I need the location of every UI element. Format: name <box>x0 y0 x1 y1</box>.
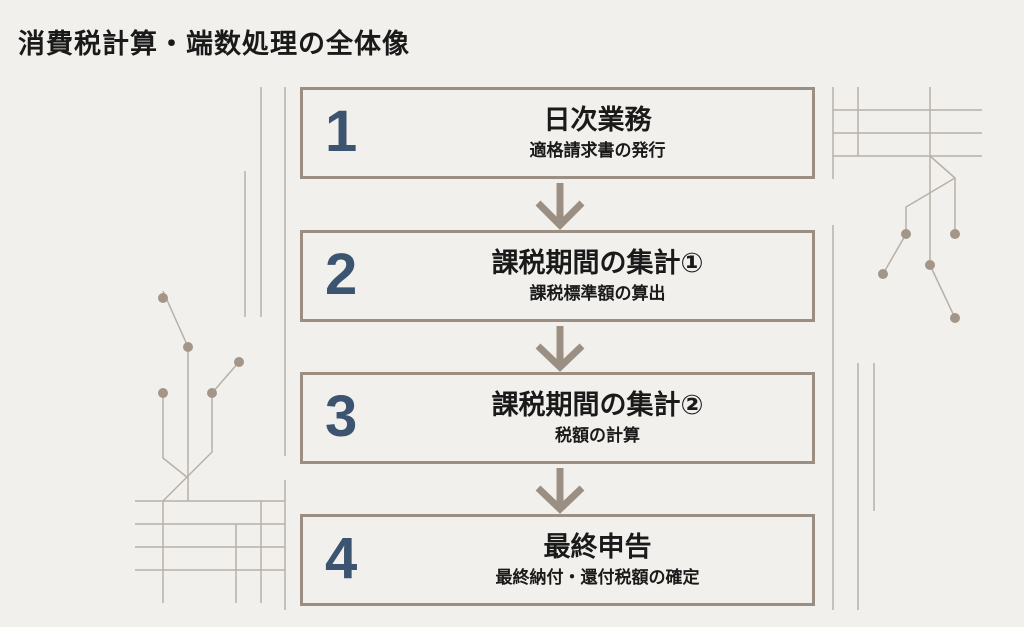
step-sub: 適格請求書の発行 <box>529 141 666 161</box>
step-number: 3 <box>325 384 358 449</box>
page-title: 消費税計算・端数処理の全体像 <box>18 29 410 60</box>
arrow-icons <box>535 183 585 514</box>
step-sub: 税額の計算 <box>555 426 640 446</box>
step-sub: 最終納付・還付税額の確定 <box>495 568 700 588</box>
step-heading: 課税期間の集計① <box>491 248 704 279</box>
step-box-1: 1 日次業務適格請求書の発行 <box>300 87 815 179</box>
step-box-3: 3 課税期間の集計② 税額の計算 <box>300 372 815 464</box>
step-heading: 日次業務 <box>543 105 652 136</box>
step-sub: 課税標準額の算出 <box>529 284 666 304</box>
step-box-4: 4 最終申告最終納付・還付税額の確定 <box>300 514 815 606</box>
step-heading: 最終申告 <box>543 532 652 563</box>
step-heading: 課税期間の集計② <box>491 390 704 421</box>
step-box-2: 2 課税期間の集計① 課税標準額の算出 <box>300 230 815 322</box>
step-number: 2 <box>325 242 358 307</box>
step-number: 1 <box>325 99 358 164</box>
step-number: 4 <box>325 526 358 591</box>
